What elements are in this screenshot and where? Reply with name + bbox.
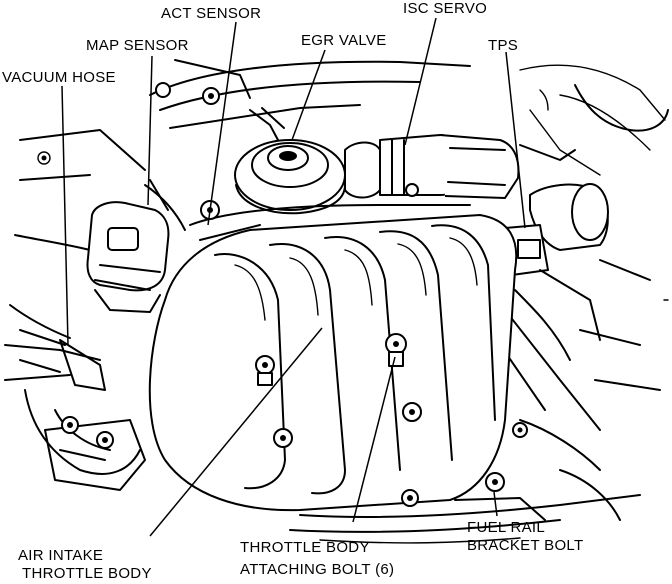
throttle-body-drawing — [489, 183, 661, 471]
intake-manifold-drawing — [148, 183, 518, 512]
vacuum-hose-label: VACUUM HOSE — [2, 69, 116, 86]
lower-left-brackets — [44, 416, 146, 491]
throttle-bolt-label-line2: ATTACHING BOLT (6) — [240, 561, 395, 578]
egr-valve-label: EGR VALVE — [301, 32, 387, 49]
isc-servo-label: ISC SERVO — [403, 0, 488, 17]
map-sensor-label: MAP SENSOR — [86, 37, 189, 54]
throttle-bolt-label-line1: THROTTLE BODY — [240, 539, 370, 556]
leader-lines — [61, 17, 526, 537]
air-intake-label-line2: THROTTLE BODY — [22, 565, 152, 582]
fuel-rail-drawing — [289, 469, 641, 544]
egr-valve-drawing — [234, 107, 346, 215]
fuel-rail-label-line2: BRACKET BOLT — [467, 537, 584, 554]
left-frame — [4, 129, 146, 475]
fuel-rail-label-line1: FUEL RAIL — [467, 519, 546, 536]
tps-label: TPS — [488, 37, 519, 54]
engine-bay-background — [37, 59, 669, 176]
act-sensor-label: ACT SENSOR — [161, 5, 262, 22]
map-sensor-drawing — [86, 179, 186, 313]
air-intake-label-line1: AIR INTAKE — [18, 547, 104, 564]
isc-servo-drawing — [344, 134, 576, 199]
